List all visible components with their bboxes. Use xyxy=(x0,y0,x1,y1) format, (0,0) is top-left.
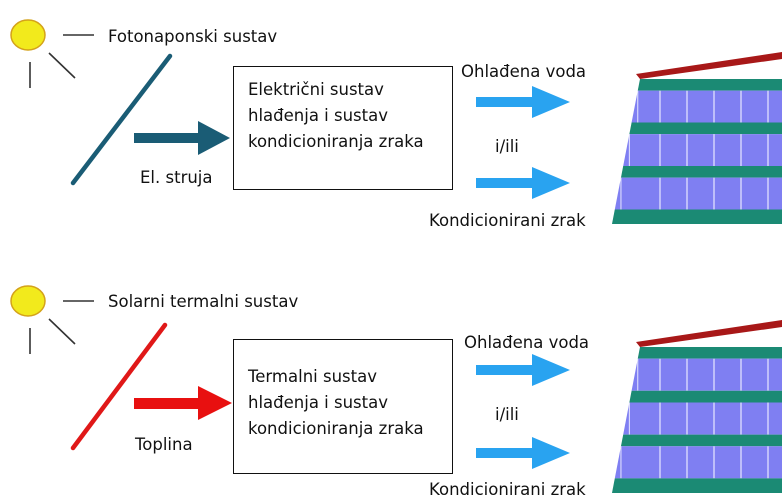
chilled-water-arrow-bottom xyxy=(476,354,570,386)
solar-thermal-system-label: Solarni termalni sustav xyxy=(108,292,299,311)
sun-icon xyxy=(10,19,94,88)
and-or-label: i/ili xyxy=(495,137,519,156)
thermal-cooling-system-box: Termalni sustav hlađenja i sustav kondic… xyxy=(233,339,453,474)
box-line: kondicioniranja zraka xyxy=(248,419,424,438)
electricity-arrow xyxy=(134,121,230,155)
conditioned-air-label: Kondicionirani zrak xyxy=(429,480,586,499)
conditioned-air-label: Kondicionirani zrak xyxy=(429,211,586,230)
box-line: kondicioniranja zraka xyxy=(248,132,424,151)
chilled-water-label: Ohlađena voda xyxy=(461,62,587,81)
heat-arrow xyxy=(134,386,232,420)
box-line: Termalni sustav xyxy=(248,367,377,386)
conditioned-air-arrow-bottom xyxy=(476,437,570,469)
and-or-label: i/ili xyxy=(495,405,519,424)
solar-thermal-collector xyxy=(70,322,168,451)
conditioned-air-arrow-top xyxy=(476,167,570,199)
building-icon xyxy=(612,52,782,224)
chilled-water-arrow-top xyxy=(476,86,570,118)
photovoltaic-panel xyxy=(70,53,173,186)
electric-cooling-system-box: Električni sustav hlađenja i sustav kond… xyxy=(233,66,453,190)
electricity-label: El. struja xyxy=(140,168,213,187)
box-line: Električni sustav xyxy=(248,80,384,99)
box-line: hlađenja i sustav xyxy=(248,106,389,125)
photovoltaic-system-label: Fotonaponski sustav xyxy=(108,27,278,46)
chilled-water-label: Ohlađena voda xyxy=(464,333,590,352)
heat-label: Toplina xyxy=(135,435,193,454)
box-line: hlađenja i sustav xyxy=(248,393,389,412)
building-icon xyxy=(612,320,782,493)
sun-icon xyxy=(10,285,94,354)
